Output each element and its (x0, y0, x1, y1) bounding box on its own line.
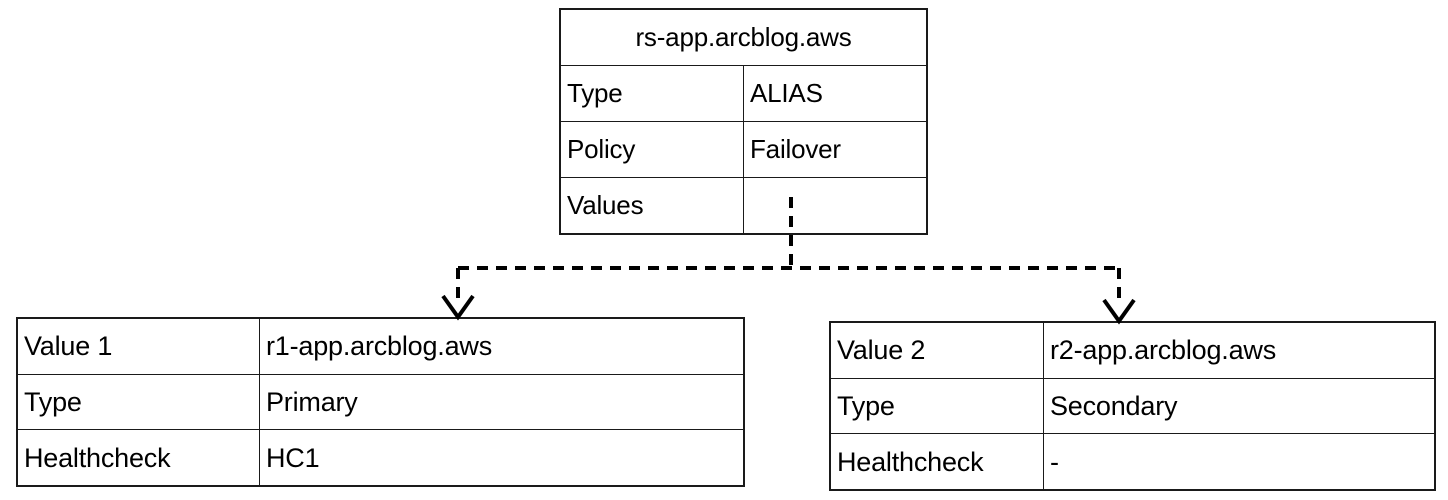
secondary-row-value-healthcheck: - (1043, 433, 1434, 489)
primary-node-table: Value 1 r1-app.arcblog.aws Type Primary … (18, 319, 743, 485)
root-row-value-type: ALIAS (743, 64, 926, 122)
secondary-node-table: Value 2 r2-app.arcblog.aws Type Secondar… (831, 323, 1434, 489)
secondary-node-row-healthcheck: Healthcheck - (831, 433, 1434, 489)
root-node-row-type: Type ALIAS (561, 64, 926, 122)
primary-node-row-type: Type Primary (18, 373, 743, 431)
secondary-row-value-type: Secondary (1043, 377, 1434, 435)
primary-row-label-value: Value 1 (18, 319, 260, 375)
secondary-row-label-healthcheck: Healthcheck (831, 433, 1044, 489)
root-row-label-policy: Policy (561, 120, 744, 179)
primary-node-row-value: Value 1 r1-app.arcblog.aws (18, 319, 743, 375)
secondary-row-label-value: Value 2 (831, 323, 1044, 379)
root-node-header-row: rs-app.arcblog.aws (561, 10, 926, 66)
root-row-label-values: Values (561, 177, 744, 233)
secondary-record-node[interactable]: Value 2 r2-app.arcblog.aws Type Secondar… (829, 321, 1436, 491)
primary-row-value-value: r1-app.arcblog.aws (259, 319, 743, 375)
primary-node-row-healthcheck: Healthcheck HC1 (18, 429, 743, 485)
root-row-value-values (743, 177, 926, 233)
secondary-row-value-value: r2-app.arcblog.aws (1043, 323, 1434, 379)
record-set-root-node[interactable]: rs-app.arcblog.aws Type ALIAS Policy Fai… (559, 8, 928, 235)
root-row-value-policy: Failover (743, 120, 926, 179)
root-node-row-values: Values (561, 177, 926, 233)
secondary-node-row-type: Type Secondary (831, 377, 1434, 435)
primary-row-label-type: Type (18, 373, 260, 431)
root-node-title: rs-app.arcblog.aws (561, 10, 926, 66)
secondary-node-row-value: Value 2 r2-app.arcblog.aws (831, 323, 1434, 379)
secondary-row-label-type: Type (831, 377, 1044, 435)
primary-row-label-healthcheck: Healthcheck (18, 429, 260, 485)
primary-row-value-type: Primary (259, 373, 743, 431)
root-node-table: rs-app.arcblog.aws Type ALIAS Policy Fai… (561, 10, 926, 233)
root-row-label-type: Type (561, 64, 744, 122)
primary-row-value-healthcheck: HC1 (259, 429, 743, 485)
arrowhead-to-secondary-icon (1102, 298, 1136, 325)
primary-record-node[interactable]: Value 1 r1-app.arcblog.aws Type Primary … (16, 317, 745, 487)
root-node-row-policy: Policy Failover (561, 120, 926, 179)
arrowhead-to-primary-icon (441, 294, 475, 321)
